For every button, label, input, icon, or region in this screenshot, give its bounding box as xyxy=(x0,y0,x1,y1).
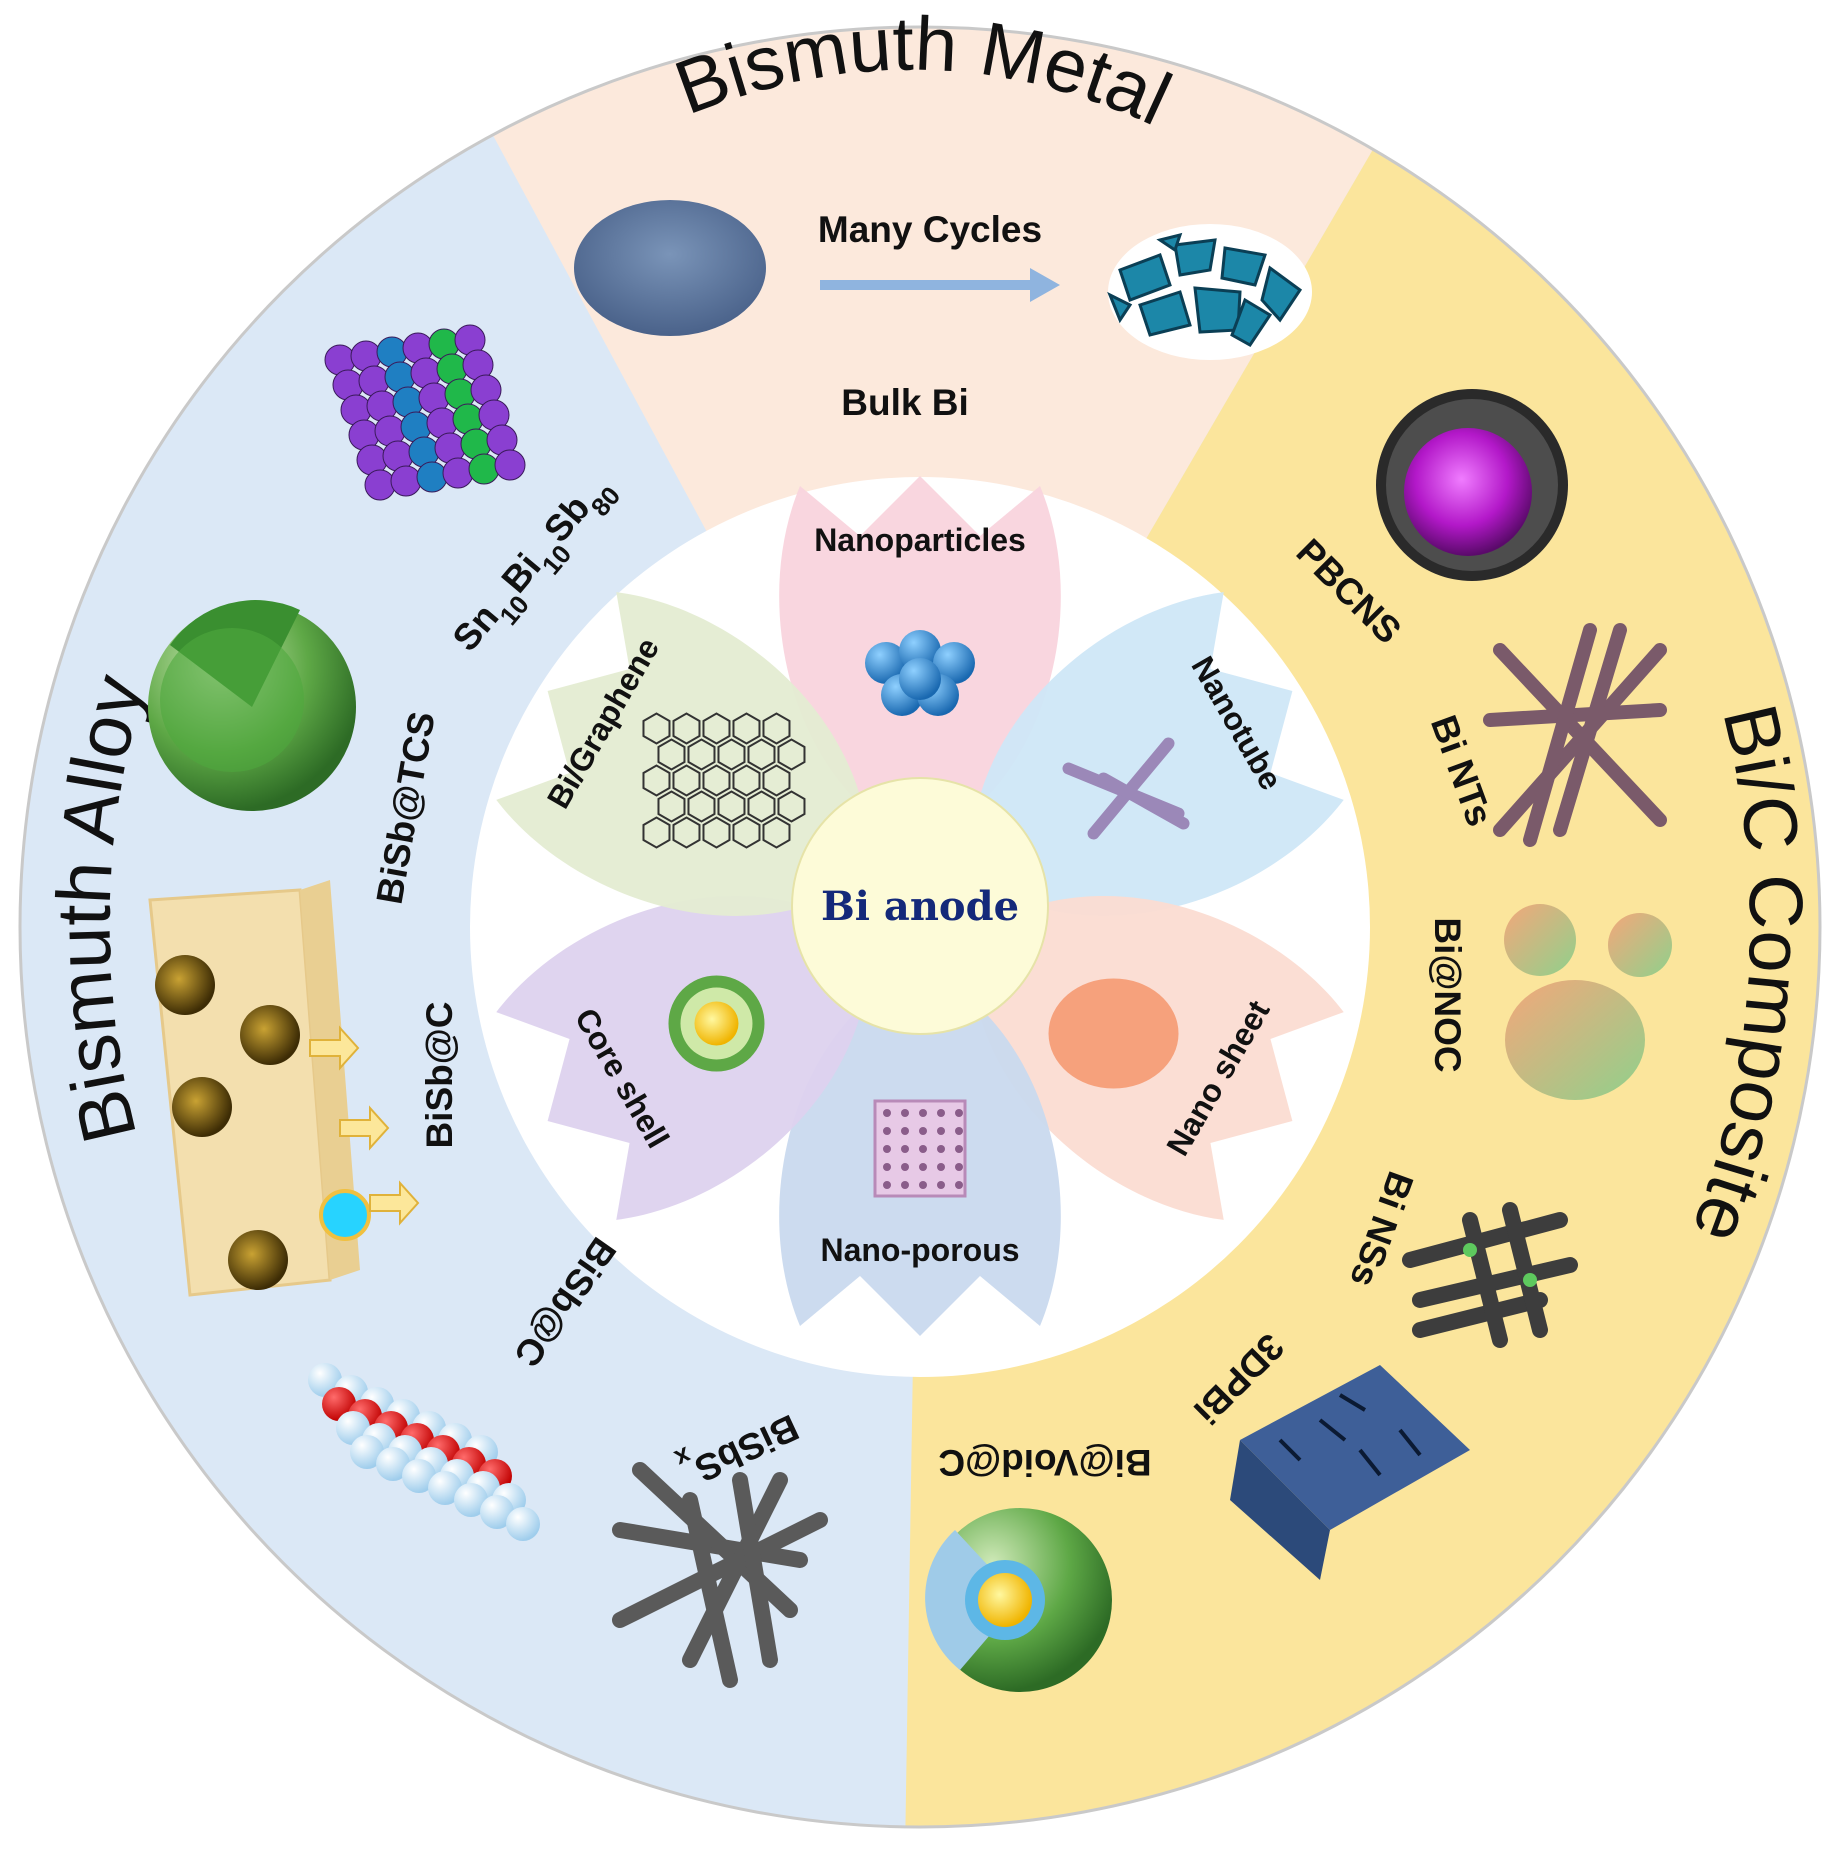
porous-cube-icon xyxy=(873,1099,967,1198)
bisbsx-nanorod-icon xyxy=(612,1462,828,1688)
bi-nanosheet-network-icon xyxy=(1402,1202,1578,1348)
petal-label-nano-porous: Nano-porous xyxy=(820,1232,1019,1268)
core-shell-sphere-icon xyxy=(668,975,765,1072)
center-circle xyxy=(791,777,1049,1035)
petal-label-nanoparticles: Nanoparticles xyxy=(814,522,1026,558)
bi-noc-particles-icon xyxy=(1504,904,1672,1100)
composite-segment-bg xyxy=(905,27,1820,1827)
nanotube-icon xyxy=(1062,737,1190,840)
bisb-c-label-1: BiSb@C xyxy=(419,1001,460,1148)
pulverized-bi-icon xyxy=(1107,224,1312,360)
bisb-c-porous-carbon-icon xyxy=(148,880,420,1297)
bisb-c-sphere-layer-icon xyxy=(308,1363,540,1541)
sn-bi-sb-alloy-cube-icon xyxy=(324,324,526,501)
bi-nanotube-network-icon xyxy=(1483,623,1667,847)
bulk-bi-ellipse-icon xyxy=(574,200,766,336)
bi-void-c-label: Bi@Void@C xyxy=(938,1442,1151,1483)
pbcns-sphere-icon xyxy=(1376,389,1568,581)
nanosheet-icon xyxy=(1048,978,1179,1089)
outer-ring-border xyxy=(18,25,1822,1829)
center-label: Bi anode xyxy=(821,883,1019,930)
nanoparticle-cluster-icon xyxy=(865,630,975,716)
bi-void-c-sphere-icon xyxy=(925,1508,1112,1692)
cycle-arrow-head-icon xyxy=(1030,268,1060,302)
bulk-bi-label: Bulk Bi xyxy=(841,382,968,423)
petal-bi-graphene xyxy=(496,592,869,916)
graphene-lattice-icon xyxy=(642,712,806,849)
petal-core-shell xyxy=(496,896,869,1220)
bi-noc-label: Bi@NOC xyxy=(1427,917,1468,1072)
many-cycles-label: Many Cycles xyxy=(818,209,1042,250)
3dpbi-porous-cube-icon xyxy=(1230,1365,1470,1580)
bisb-tcs-sphere-icon xyxy=(148,600,356,811)
